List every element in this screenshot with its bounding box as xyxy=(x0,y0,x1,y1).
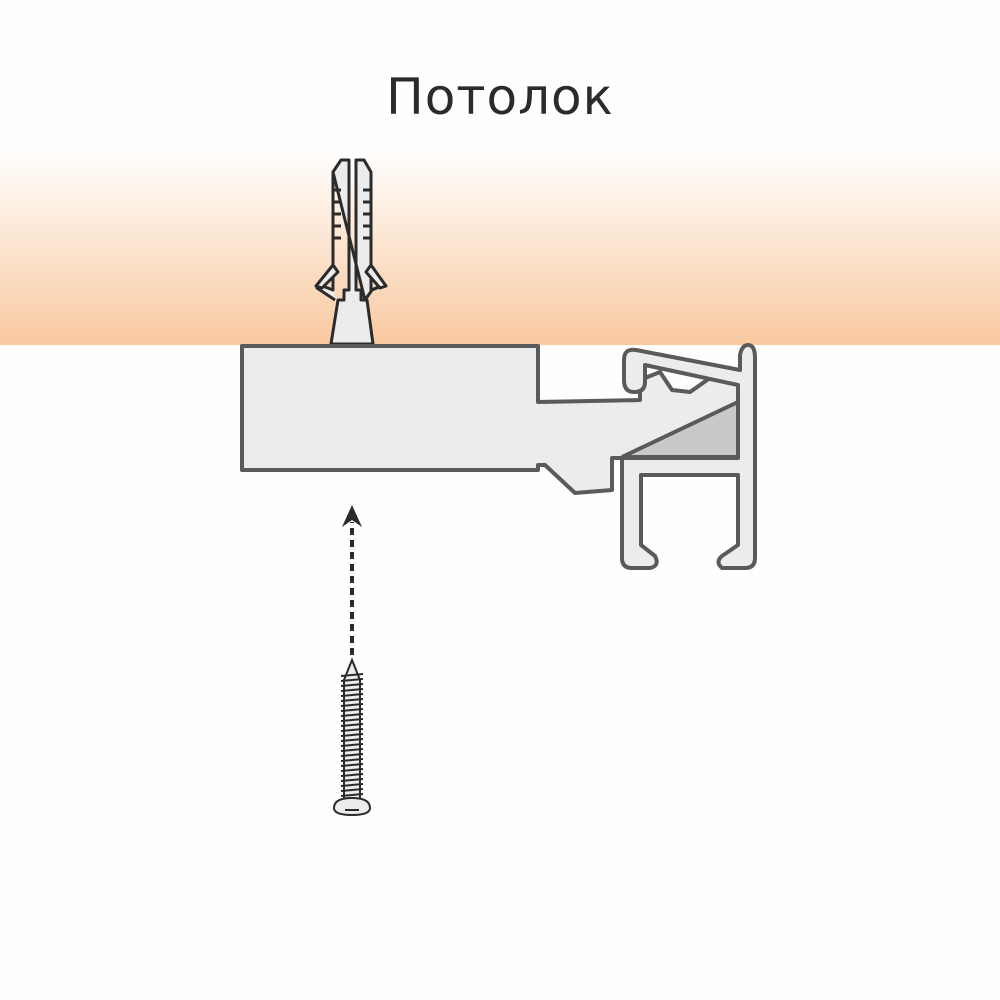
screw-thread xyxy=(340,748,364,752)
screw-thread xyxy=(340,718,364,722)
ceiling-label: Потолок xyxy=(386,68,614,126)
screw-thread xyxy=(340,728,364,732)
screw-thread xyxy=(340,698,364,702)
ceiling-band xyxy=(0,148,1000,345)
screw-thread xyxy=(340,778,364,782)
wall-plug-icon xyxy=(314,158,388,346)
screw-thread xyxy=(340,723,364,727)
arrowhead-icon xyxy=(342,505,362,527)
screw-thread xyxy=(340,688,364,692)
screw-thread xyxy=(340,693,364,697)
screw-thread xyxy=(340,738,364,742)
screw-thread xyxy=(340,768,364,772)
screw-thread xyxy=(340,673,364,677)
screw-thread xyxy=(340,678,364,682)
screw-thread xyxy=(340,793,364,797)
screw-thread xyxy=(340,783,364,787)
screw-thread xyxy=(340,763,364,767)
screw-thread xyxy=(340,773,364,777)
screw-thread xyxy=(340,683,364,687)
screw-icon xyxy=(332,657,372,817)
screw-thread xyxy=(340,743,364,747)
screw-thread xyxy=(340,753,364,757)
screw-thread xyxy=(340,788,364,792)
rail-profile xyxy=(620,343,757,570)
screw-thread xyxy=(340,708,364,712)
screw-thread xyxy=(340,733,364,737)
screw-thread xyxy=(340,758,364,762)
screw-thread xyxy=(340,713,364,717)
screw-thread xyxy=(340,703,364,707)
